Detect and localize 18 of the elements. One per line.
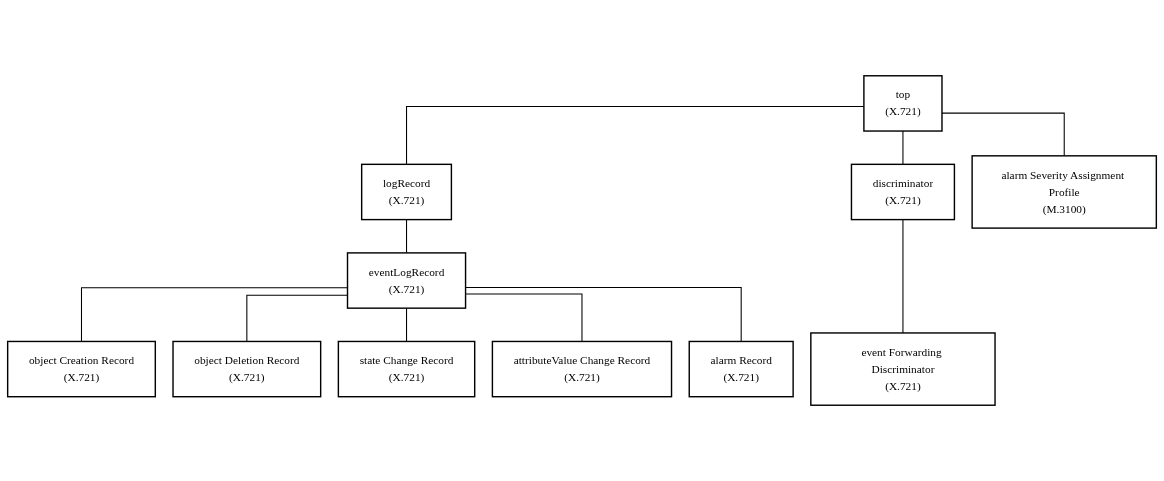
node-box: state Change Record (X.721) — [337, 340, 476, 398]
node-box: object Creation Record (X.721) — [6, 340, 156, 398]
node-box: logRecord (X.721) — [360, 163, 453, 221]
connector — [465, 293, 583, 342]
node-box: top (X.721) — [863, 75, 943, 132]
node-box: alarm Severity Assignment Profile (M.3100) — [971, 155, 1158, 229]
node-box: event Forwarding Discriminator (X.721) — [810, 332, 996, 406]
node-box: attributeValue Change Record (X.721) — [491, 340, 673, 398]
connector — [406, 307, 408, 342]
node-box: alarm Record (X.721) — [688, 340, 794, 398]
node-box: discriminator (X.721) — [850, 163, 956, 221]
node-box: object Deletion Record (X.721) — [172, 340, 322, 398]
connector — [941, 112, 1065, 157]
connector — [902, 130, 904, 165]
connector — [902, 219, 904, 334]
connector — [465, 287, 742, 342]
node-box: eventLogRecord (X.721) — [346, 252, 467, 309]
connector — [406, 219, 408, 254]
